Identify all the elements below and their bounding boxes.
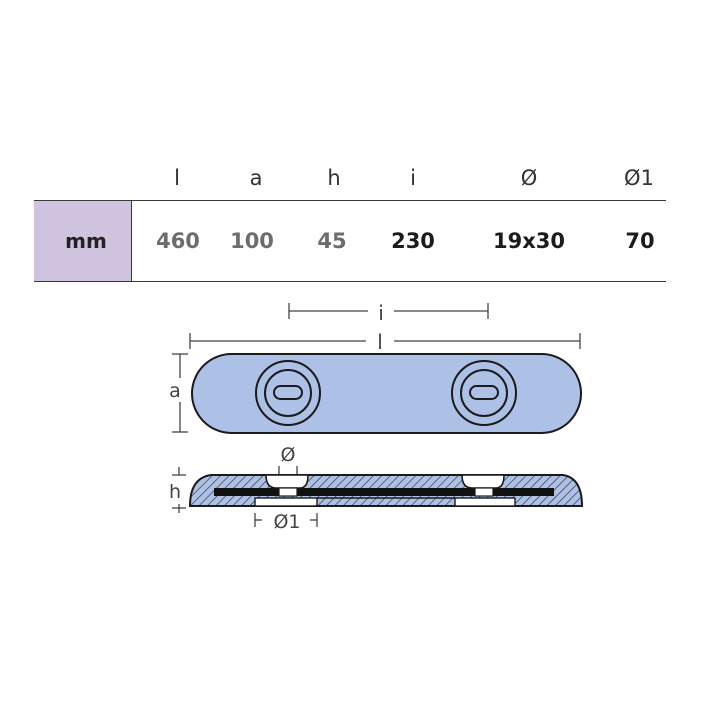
dimension-h-label: h [169,481,181,503]
header-a: a [249,166,263,190]
dimension-diameter1 [254,513,318,527]
dimension-i [288,303,489,319]
anode-side-section [188,474,584,507]
dimension-a-label: a [169,380,181,402]
dimension-h [172,467,186,513]
unit-cell [34,201,132,281]
header-diameter1: Ø1 [624,166,654,190]
value-i: 230 [391,229,435,253]
dimension-l [189,333,581,349]
value-h: 45 [317,229,347,253]
dimension-diameter-label: Ø [281,444,296,466]
value-diameter1: 70 [625,229,655,253]
value-a: 100 [230,229,274,253]
anode-top-view [191,353,582,434]
unit-label: mm [65,229,107,253]
value-l: 460 [156,229,200,253]
dimension-i-label: i [378,301,384,325]
values-row [34,200,666,282]
value-diameter: 19x30 [493,229,565,253]
mounting-hole-right [451,360,517,426]
header-i: i [410,166,416,190]
mounting-hole-left [255,360,321,426]
header-l: l [174,166,180,190]
dimension-a [172,353,188,433]
header-h: h [327,166,341,190]
header-diameter: Ø [520,166,538,190]
dimension-l-label: l [377,330,383,354]
dimension-diameter1-label: Ø1 [273,511,300,533]
